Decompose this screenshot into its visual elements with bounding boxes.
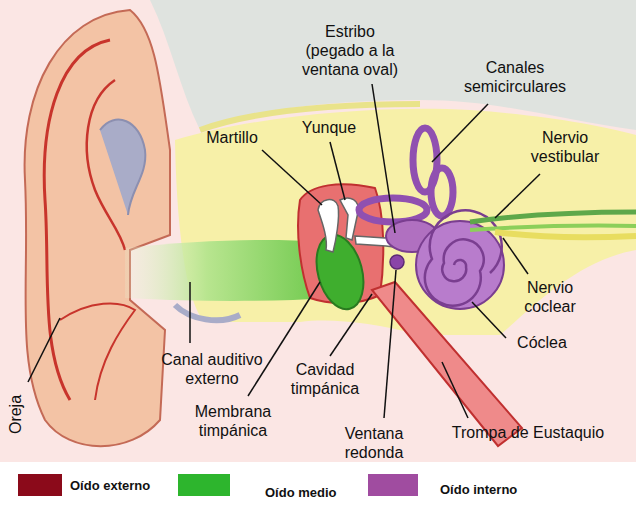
cochlea-label: Cóclea <box>502 333 582 352</box>
stapes-label: Estribo (pegado a la ventana oval) <box>294 22 406 79</box>
legend-text: Oído medio <box>265 485 337 500</box>
legend-text: Oído externo <box>70 478 150 493</box>
eardrum-label: Membrana timpánica <box>181 402 285 440</box>
tympanic-cavity-label: Cavidad timpánica <box>280 360 370 398</box>
ear-canal-label: Canal auditivo externo <box>151 350 273 388</box>
round-window-label: Ventana redonda <box>332 424 416 462</box>
legend-swatch <box>178 474 230 496</box>
malleus-label: Martillo <box>192 128 272 147</box>
semicircular-canals-label: Canales semicirculares <box>450 58 580 96</box>
pinna-label: Oreja <box>6 380 25 450</box>
legend-swatch <box>368 474 418 496</box>
vestibular-nerve-label: Nervio vestibular <box>515 128 615 166</box>
eustachian-tube-label: Trompa de Eustaquio <box>428 423 628 442</box>
legend-text: Oído interno <box>440 482 517 497</box>
legend-swatch <box>18 474 62 496</box>
incus-label: Yunque <box>289 118 369 137</box>
cochlear-nerve-label: Nervio coclear <box>509 278 591 316</box>
